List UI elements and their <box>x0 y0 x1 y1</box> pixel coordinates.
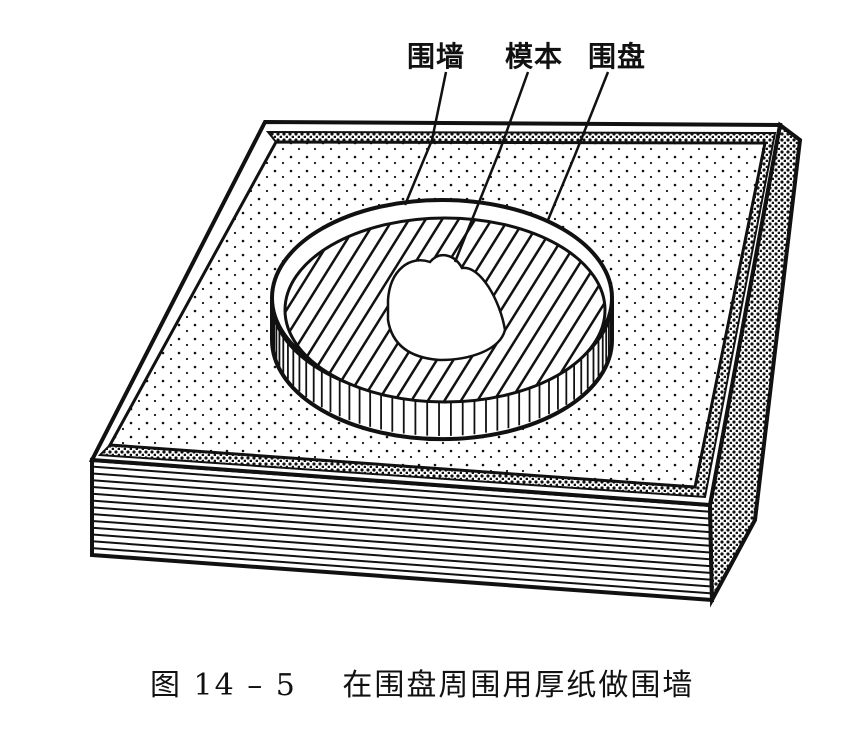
model <box>386 253 507 362</box>
layer-line <box>93 506 711 554</box>
layer-line <box>93 492 711 540</box>
figure-number: 图 14 – 5 <box>150 668 297 703</box>
layer-line <box>93 513 711 561</box>
layer-line <box>93 499 711 547</box>
layer-line <box>93 540 711 588</box>
leader-model <box>453 71 530 263</box>
layer-line <box>93 520 711 568</box>
label-tray: 围盘 <box>588 40 647 73</box>
figure-caption: 图 14 – 5 在围盘周围用厚纸做围墙 <box>150 660 694 704</box>
label-model: 模本 <box>505 40 564 73</box>
paper-wall <box>270 198 614 442</box>
layer-line <box>93 479 711 527</box>
layer-line <box>93 547 711 595</box>
leader-lines <box>403 71 610 263</box>
layer-line <box>93 465 711 513</box>
caption-text: 在围盘周围用厚纸做围墙 <box>342 668 695 703</box>
layer-line <box>93 486 711 534</box>
leader-wall <box>403 71 448 206</box>
label-wall: 围墙 <box>407 40 466 73</box>
box-side-layers <box>93 465 711 595</box>
leader-tray <box>546 71 610 221</box>
layer-line <box>93 533 711 581</box>
layer-line <box>93 472 711 520</box>
layer-line <box>93 526 711 574</box>
